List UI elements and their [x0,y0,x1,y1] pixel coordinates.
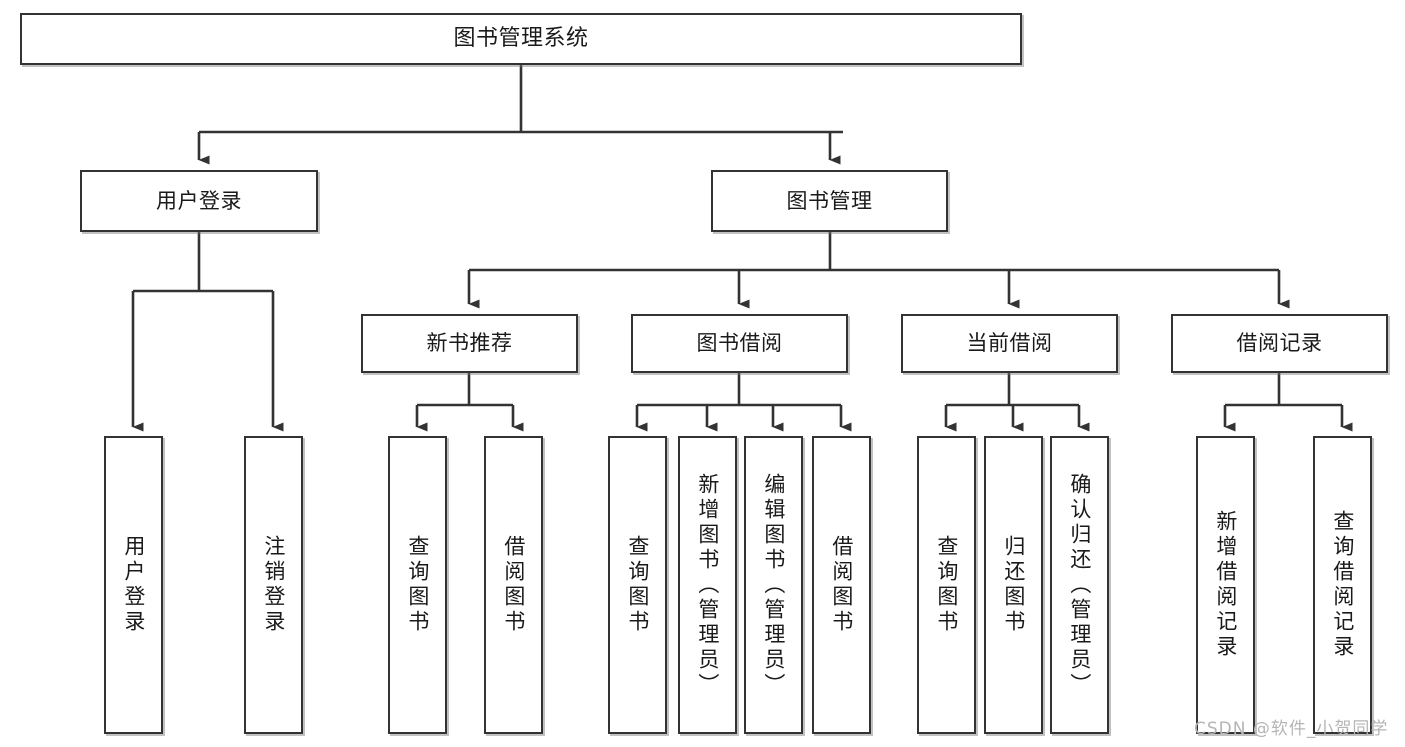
leaf-book-borrow-add-book-admin[interactable]: 新增图书（管理员） [678,436,737,734]
node-borrow-record[interactable]: 借阅记录 [1171,314,1388,373]
leaf-borrow-record-query-record-label: 查询借阅记录 [1330,510,1355,660]
node-new-book-recommend[interactable]: 新书推荐 [361,314,578,373]
node-root-label: 图书管理系统 [453,26,589,51]
node-new-book-recommend-label: 新书推荐 [426,331,513,355]
leaf-book-borrow-add-book-admin-label: 新增图书（管理员） [695,472,720,698]
leaf-book-borrow-query-book-label: 查询图书 [625,535,650,635]
leaf-borrow-record-query-record[interactable]: 查询借阅记录 [1313,436,1372,734]
leaf-user-login-signout-label: 注销登录 [261,535,286,635]
node-current-borrow-label: 当前借阅 [966,331,1053,355]
leaf-user-login-signout[interactable]: 注销登录 [244,436,303,734]
leaf-borrow-record-add-record[interactable]: 新增借阅记录 [1196,436,1255,734]
node-borrow-record-label: 借阅记录 [1236,331,1323,355]
node-user-login-label: 用户登录 [156,188,242,213]
node-user-login[interactable]: 用户登录 [80,170,318,232]
node-book-management-label: 图书管理 [786,188,873,213]
node-book-borrow-label: 图书借阅 [696,331,783,355]
leaf-book-borrow-edit-book-admin-label: 编辑图书（管理员） [761,472,786,698]
leaf-borrow-record-add-record-label: 新增借阅记录 [1213,510,1238,660]
leaf-new-book-borrow-book[interactable]: 借阅图书 [484,436,543,734]
leaf-book-borrow-borrow-book[interactable]: 借阅图书 [812,436,871,734]
node-root-book-management-system[interactable]: 图书管理系统 [20,13,1022,65]
leaf-new-book-query-book-label: 查询图书 [405,535,430,635]
leaf-current-borrow-return-book[interactable]: 归还图书 [984,436,1043,734]
leaf-current-borrow-query-book[interactable]: 查询图书 [917,436,976,734]
leaf-user-login-signin[interactable]: 用户登录 [104,436,163,734]
node-current-borrow[interactable]: 当前借阅 [901,314,1118,373]
leaf-user-login-signin-label: 用户登录 [121,535,146,635]
leaf-book-borrow-borrow-book-label: 借阅图书 [829,535,854,635]
leaf-book-borrow-query-book[interactable]: 查询图书 [608,436,667,734]
leaf-current-borrow-confirm-return-admin-label: 确认归还（管理员） [1067,472,1092,698]
leaf-new-book-query-book[interactable]: 查询图书 [388,436,447,734]
node-book-borrow[interactable]: 图书借阅 [631,314,848,373]
leaf-current-borrow-confirm-return-admin[interactable]: 确认归还（管理员） [1050,436,1109,734]
leaf-new-book-borrow-book-label: 借阅图书 [501,535,526,635]
node-book-management[interactable]: 图书管理 [711,170,948,232]
leaf-current-borrow-query-book-label: 查询图书 [934,535,959,635]
leaf-current-borrow-return-book-label: 归还图书 [1001,535,1026,635]
leaf-book-borrow-edit-book-admin[interactable]: 编辑图书（管理员） [744,436,803,734]
